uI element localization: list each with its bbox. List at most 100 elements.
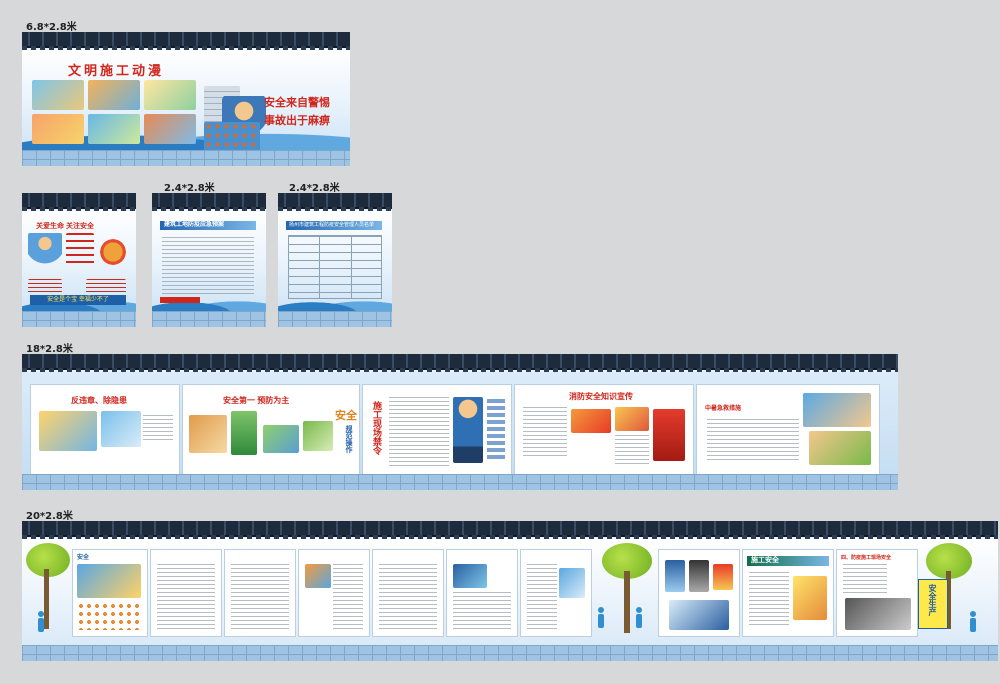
extinguisher-cartoon xyxy=(653,409,685,461)
comic-panel-6 xyxy=(144,114,196,144)
roof-tiles xyxy=(22,354,898,373)
size-label-row4: 20*2.8米 xyxy=(26,511,73,522)
panel-construction-safety: 施工安全 xyxy=(742,549,834,637)
panel-text-d-image xyxy=(305,564,331,588)
brick-base xyxy=(22,311,136,327)
fire-cartoon-1 xyxy=(571,409,611,433)
vertical-slogan: 安全生产 xyxy=(928,584,937,616)
board-face: 关爱生命 关注安全 安全是个宝 幸福少不了 xyxy=(22,211,136,311)
board-care-life: 关爱生命 关注安全 安全是个宝 幸福少不了 xyxy=(22,193,136,327)
roof-tiles xyxy=(22,32,350,51)
board-long-18m: 反违章、除隐患 安全第一 预防为主 安全 规范操作 施工现场禁令 消防安全知识宣… xyxy=(22,354,898,490)
panel-fire-safety: 消防安全知识宣传 xyxy=(514,384,694,476)
panel-5-text xyxy=(707,419,799,463)
board3-text-block xyxy=(162,237,254,295)
board-face: 安全 xyxy=(22,539,998,645)
size-label-top: 6.8*2.8米 xyxy=(26,22,77,33)
size-label-mid-left: 2.4*2.8米 xyxy=(164,183,215,194)
panel-text-g-lines xyxy=(527,564,557,630)
panel-right-a-image-3 xyxy=(713,564,733,590)
slogan-line-1: 安全来自警惕 xyxy=(264,97,330,109)
panel-text-e xyxy=(372,549,444,637)
bricks-illustration xyxy=(204,122,260,152)
rescue-cartoon-2 xyxy=(809,431,871,465)
panel-1-text xyxy=(143,415,173,441)
panel-safety-first: 安全第一 预防为主 安全 规范操作 xyxy=(182,384,360,476)
brick-base xyxy=(152,311,266,327)
helmet-illustration xyxy=(98,237,128,267)
scaffold-cartoon xyxy=(101,411,141,447)
vertical-slogan-box: 安全生产 xyxy=(918,579,948,629)
roof-tiles xyxy=(278,193,392,212)
notes-left xyxy=(28,279,62,293)
board2-title: 关爱生命 关注安全 xyxy=(36,223,94,230)
board1-title: 文明施工动漫 xyxy=(68,63,165,78)
panel-right-c-text xyxy=(843,564,887,594)
panel-text-b-lines xyxy=(157,564,215,630)
panel-anti-violation: 反违章、除隐患 xyxy=(30,384,180,476)
panel-construction-safety-image xyxy=(793,576,827,620)
panel-4-text-left xyxy=(523,407,567,459)
panel-anti-violation-title: 反违章、除隐患 xyxy=(71,396,127,405)
family-illustration xyxy=(28,233,62,275)
panel-safety-a-image xyxy=(77,564,141,598)
panel-text-c xyxy=(224,549,296,637)
roof-tiles xyxy=(22,193,136,212)
panel-heatstroke: 中暑急救措施 xyxy=(696,384,880,476)
panel-4-text-right xyxy=(615,435,649,465)
machine-cartoon xyxy=(189,415,227,453)
panel-construction-safety-text xyxy=(749,572,789,628)
figure-left xyxy=(36,611,46,632)
staff-table xyxy=(288,235,382,299)
board-staff-list: 扬州市建筑工程防疫安全管理人员名单 xyxy=(278,193,392,327)
board3-title-bar: 建筑工地防疫应急预案 xyxy=(160,221,256,230)
panel-text-f-lines xyxy=(453,592,511,630)
panel-fire-safety-title: 消防安全知识宣传 xyxy=(569,392,633,401)
notes-right xyxy=(86,279,126,293)
size-label-mid-right: 2.4*2.8米 xyxy=(289,183,340,194)
board3-title: 建筑工地防疫应急预案 xyxy=(164,222,225,228)
board-civilized-construction: 文明施工动漫 安全来自警惕 事故出于麻痹 xyxy=(22,32,350,166)
panel-3-text xyxy=(389,397,449,469)
equipment-cartoon xyxy=(263,425,299,453)
panel-safety-a-tag: 安全 xyxy=(77,555,90,561)
panel-heatstroke-title: 中暑急救措施 xyxy=(705,406,742,412)
figure-walker-2 xyxy=(634,607,644,628)
panel-construction-safety-title: 施工安全 xyxy=(751,557,779,564)
panel-text-d-lines xyxy=(333,564,363,630)
panel-right-a xyxy=(658,549,740,637)
panel-text-d xyxy=(298,549,370,637)
figure-walker-1 xyxy=(596,607,606,628)
brick-base xyxy=(278,311,392,327)
lift-cartoon xyxy=(231,411,257,455)
panel-right-c-title: 四、防疫施工现场安全 xyxy=(841,555,892,561)
panel-text-f-image xyxy=(453,564,487,588)
panel-safety-first-title: 安全第一 预防为主 xyxy=(223,396,290,405)
figure-cyclist xyxy=(968,611,978,632)
board4-title-bar: 扬州市建筑工程防疫安全管理人员名单 xyxy=(286,221,382,230)
panel-safety-a: 安全 xyxy=(72,549,148,637)
board-face: 反违章、除隐患 安全第一 预防为主 安全 规范操作 施工现场禁令 消防安全知识宣… xyxy=(22,372,898,476)
panel-construction-safety-bar: 施工安全 xyxy=(747,556,829,566)
comic-panel-4 xyxy=(32,114,84,144)
board2-bottom-text: 安全是个宝 幸福少不了 xyxy=(47,297,109,303)
comic-panel-3 xyxy=(144,80,196,110)
tree-right-trunk xyxy=(946,571,951,629)
fire-cartoon-2 xyxy=(615,407,649,431)
panel-text-g xyxy=(520,549,592,637)
panel-safety-a-grid xyxy=(77,602,141,630)
brick-base xyxy=(22,645,998,661)
panel-text-e-lines xyxy=(379,564,437,630)
safety-officer-cartoon xyxy=(453,397,483,463)
rescue-cartoon-1 xyxy=(803,393,871,427)
excavator-cartoon xyxy=(303,421,333,451)
board3-stamp xyxy=(160,297,200,303)
panel-right-a-image-4 xyxy=(669,600,729,630)
board-face: 建筑工地防疫应急预案 xyxy=(152,211,266,311)
panel-safety-side: 安全 xyxy=(335,410,357,422)
panel-3-vertical-slogan xyxy=(487,399,505,459)
comic-panel-1 xyxy=(32,80,84,110)
board4-title: 扬州市建筑工程防疫安全管理人员名单 xyxy=(289,222,375,228)
board-face: 扬州市建筑工程防疫安全管理人员名单 xyxy=(278,211,392,311)
panel-right-a-image-2 xyxy=(689,560,709,592)
